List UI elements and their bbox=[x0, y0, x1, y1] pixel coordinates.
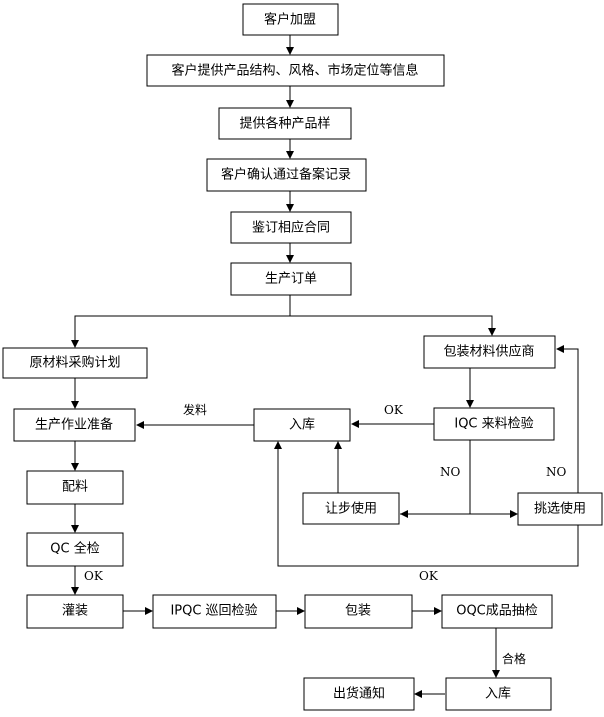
edge-label-iqc-ok: OK bbox=[384, 403, 404, 417]
edge-label-pick-no: NO bbox=[546, 465, 567, 479]
node-samples-box bbox=[218, 107, 352, 140]
node-ipqc: IPQC 巡回检验 bbox=[170, 603, 257, 619]
node-contract: 鉴订相应合同 bbox=[252, 220, 330, 236]
node-fill-box bbox=[26, 594, 124, 629]
node-warehouse-box bbox=[253, 408, 351, 442]
node-join-box bbox=[242, 3, 339, 36]
node-pick-box bbox=[517, 492, 603, 526]
node-join: 客户加盟 bbox=[264, 12, 316, 28]
node-pick: 挑选使用 bbox=[534, 501, 586, 517]
node-samples: 提供各种产品样 bbox=[239, 116, 330, 132]
edge-label-pass: 合格 bbox=[502, 651, 526, 666]
node-concession: 让步使用 bbox=[325, 501, 377, 517]
node-store-box bbox=[445, 677, 552, 711]
node-ipqc-box bbox=[152, 594, 277, 629]
node-info-box bbox=[146, 54, 445, 87]
edge-order-branch-right bbox=[290, 315, 496, 336]
node-packing: 包装 bbox=[345, 604, 371, 619]
node-contract-box bbox=[230, 211, 352, 244]
node-mix: 配料 bbox=[62, 480, 88, 495]
node-qc-full: QC 全检 bbox=[50, 541, 99, 557]
node-fill: 灌装 bbox=[62, 604, 88, 619]
node-packing-box bbox=[304, 594, 413, 629]
node-iqc-box bbox=[433, 407, 555, 441]
node-order-box bbox=[230, 262, 352, 296]
node-confirm-box bbox=[206, 158, 367, 192]
node-raw-plan: 原材料采购计划 bbox=[29, 355, 120, 371]
node-pack-supplier: 包装材料供应商 bbox=[443, 344, 534, 360]
edge-order-branch bbox=[71, 295, 291, 348]
node-mix-box bbox=[26, 470, 124, 505]
node-prod-prep: 生产作业准备 bbox=[35, 417, 113, 433]
node-oqc: OQC成品抽检 bbox=[456, 604, 538, 619]
edge-label-issue: 发料 bbox=[183, 402, 207, 417]
node-supplier-box bbox=[423, 335, 556, 369]
node-concession-box bbox=[302, 492, 400, 525]
node-warehouse-in: 入库 bbox=[289, 417, 315, 433]
node-prep-box bbox=[13, 408, 136, 442]
node-confirm: 客户确认通过备案记录 bbox=[221, 167, 351, 183]
node-order: 生产订单 bbox=[265, 272, 317, 287]
node-info: 客户提供产品结构、风格、市场定位等信息 bbox=[171, 63, 418, 79]
edge-label-qc-ok: OK bbox=[84, 569, 104, 583]
connectors bbox=[71, 35, 579, 698]
node-oqc-box bbox=[441, 594, 553, 629]
edge-label-iqc-no: NO bbox=[440, 465, 461, 479]
node-ship-notice: 出货通知 bbox=[333, 686, 385, 702]
nodes bbox=[2, 3, 603, 711]
node-iqc: IQC 来料检验 bbox=[454, 416, 533, 432]
node-final-store: 入库 bbox=[485, 686, 511, 702]
node-qc-box bbox=[26, 532, 124, 567]
edge-pick-ok bbox=[274, 441, 579, 567]
edge-pick-no bbox=[556, 345, 579, 493]
node-ship-box bbox=[303, 677, 415, 711]
edge-label-pick-ok: OK bbox=[419, 569, 439, 583]
node-rawplan-box bbox=[2, 347, 148, 379]
